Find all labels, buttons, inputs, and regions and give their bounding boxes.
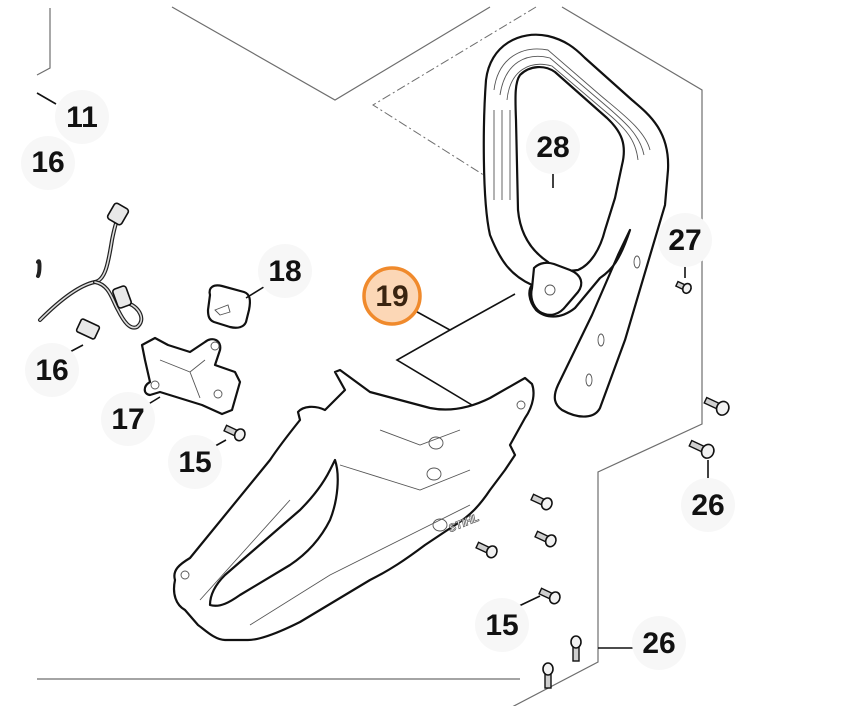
screw-26a xyxy=(703,396,730,416)
callout-26-lower[interactable]: 26 xyxy=(632,616,686,670)
screw-26d xyxy=(542,662,554,689)
callout-16-bottom[interactable]: 16 xyxy=(25,343,79,397)
assembly-frame xyxy=(36,6,703,706)
part-18-damper xyxy=(206,284,252,329)
screw-15b xyxy=(538,587,561,605)
svg-text:16: 16 xyxy=(31,146,64,179)
screw-27 xyxy=(674,280,692,295)
wire-harness xyxy=(36,202,144,340)
screw-b xyxy=(534,530,557,548)
handlebar xyxy=(482,33,670,418)
callout-28[interactable]: 28 xyxy=(526,120,580,174)
screw-26b xyxy=(688,439,715,459)
part-17-bracket xyxy=(140,336,242,416)
callout-27[interactable]: 27 xyxy=(658,213,712,267)
screws xyxy=(223,280,730,689)
callout-18[interactable]: 18 xyxy=(258,244,312,298)
svg-text:18: 18 xyxy=(268,255,301,288)
callout-16-top[interactable]: 16 xyxy=(21,136,75,190)
svg-text:19: 19 xyxy=(375,280,408,313)
svg-text:15: 15 xyxy=(485,609,518,642)
svg-text:11: 11 xyxy=(66,101,98,134)
svg-text:17: 17 xyxy=(111,403,144,436)
screw-15a xyxy=(223,424,246,442)
callout-15-left[interactable]: 15 xyxy=(168,435,222,489)
screw-a xyxy=(530,493,553,511)
callout-11[interactable]: 11 xyxy=(55,90,109,144)
callout-15-right[interactable]: 15 xyxy=(475,598,529,652)
connector-16 xyxy=(75,318,101,340)
svg-text:27: 27 xyxy=(668,224,701,257)
svg-text:26: 26 xyxy=(691,489,724,522)
svg-text:26: 26 xyxy=(642,627,675,660)
callout-26-upper[interactable]: 26 xyxy=(681,478,735,532)
screw-26c xyxy=(570,635,582,662)
svg-text:28: 28 xyxy=(536,131,569,164)
callout-17[interactable]: 17 xyxy=(101,392,155,446)
callout-19-highlighted[interactable]: 19 xyxy=(362,266,422,326)
screw-c xyxy=(475,541,498,559)
svg-text:16: 16 xyxy=(35,354,68,387)
svg-text:15: 15 xyxy=(178,446,211,479)
